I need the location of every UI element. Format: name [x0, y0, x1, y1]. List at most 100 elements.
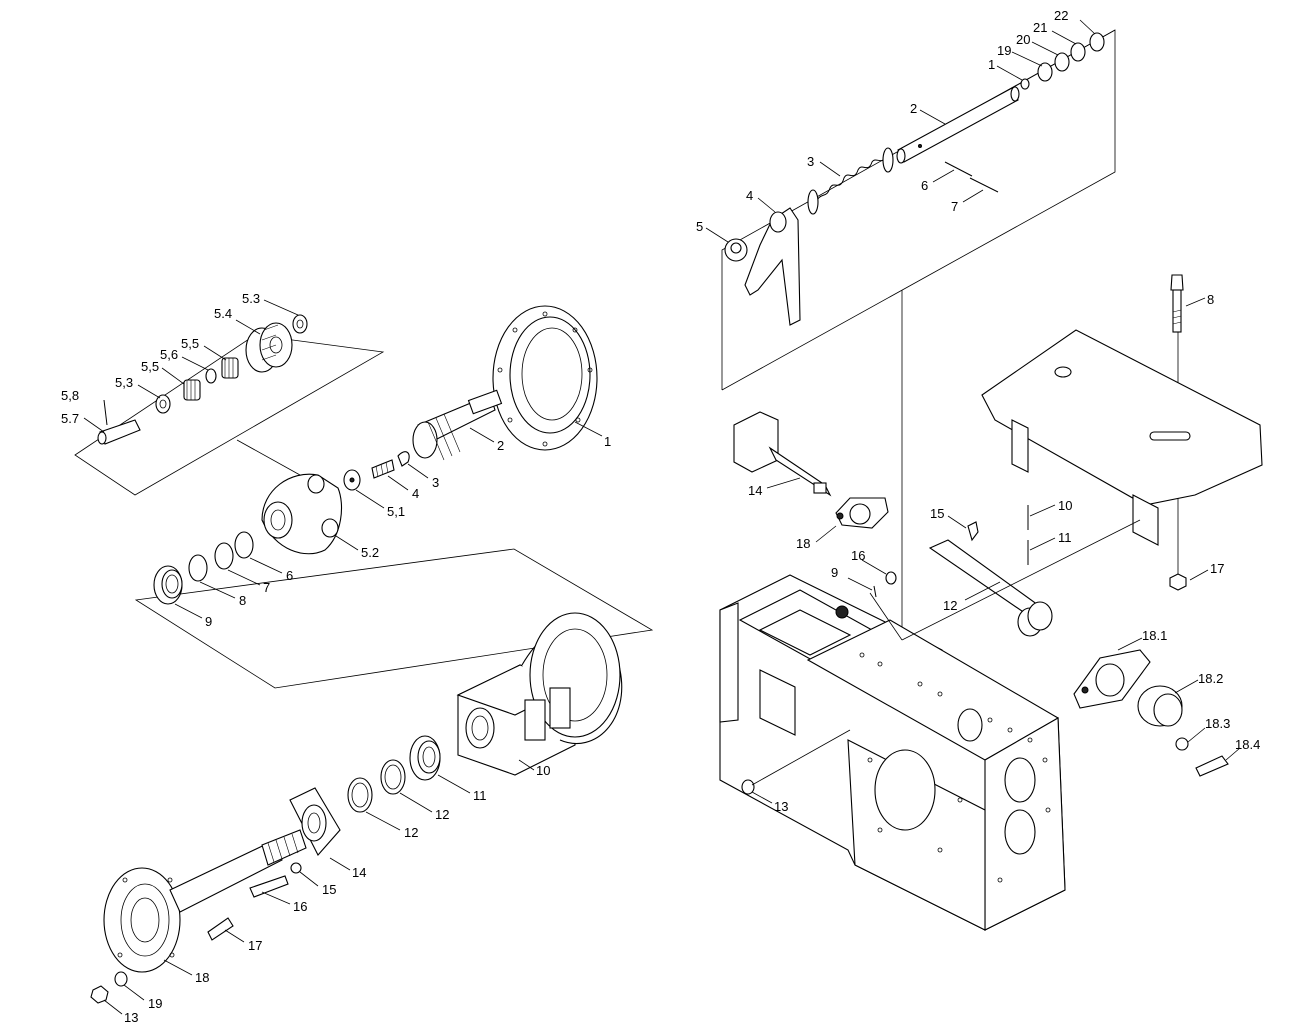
pin-7: [969, 177, 999, 193]
label-10: 10: [536, 763, 550, 778]
label-18: 18: [195, 970, 209, 985]
label-4: 4: [412, 486, 419, 501]
label-5-8: 5,8: [61, 388, 79, 403]
label-17: 17: [248, 938, 262, 953]
label-r-7: 7: [951, 199, 958, 214]
label-r-18-1: 18.1: [1142, 628, 1167, 643]
label-13: 13: [124, 1010, 138, 1025]
label-r-19: 19: [997, 43, 1011, 58]
label-1: 1: [604, 434, 611, 449]
washer-19: [114, 971, 128, 987]
bearing-subgroup-frame: [134, 548, 654, 689]
shift-fork: [744, 207, 801, 326]
label-r-15: 15: [930, 506, 944, 521]
label-14: 14: [352, 865, 366, 880]
label-5-4: 5.4: [214, 306, 232, 321]
label-r-18-3: 18.3: [1205, 716, 1230, 731]
lock-tab: [397, 451, 410, 467]
bearing-9: [153, 565, 183, 605]
spacer-ring: [205, 368, 217, 384]
collar: [724, 238, 748, 262]
hub-housing: [456, 612, 623, 776]
planet-carrier: [261, 473, 343, 555]
link-rod: [928, 539, 1053, 637]
bolt-16: [249, 875, 289, 898]
gearbox-housing: [719, 574, 1066, 931]
ring-20: [1054, 52, 1070, 72]
needle-bearing-2: [221, 357, 239, 379]
o-ring-7: [214, 542, 234, 570]
label-r-18-2: 18.2: [1198, 671, 1223, 686]
needle-bearing: [183, 379, 201, 401]
bearing-11: [409, 735, 441, 781]
bolt-17: [207, 917, 234, 941]
planet-pin: [97, 399, 141, 445]
washer-18-3: [1175, 737, 1189, 751]
label-15: 15: [322, 882, 336, 897]
label-r-3: 3: [807, 154, 814, 169]
sun-shaft: [412, 389, 503, 461]
label-16: 16: [293, 899, 307, 914]
label-5-1: 5,1: [387, 504, 405, 519]
plug-13: [741, 779, 755, 795]
label-r-1: 1: [988, 57, 995, 72]
label-r-9: 9: [831, 565, 838, 580]
label-r-6: 6: [921, 178, 928, 193]
mounting-plate: [981, 329, 1263, 546]
shift-lever: [733, 411, 832, 497]
label-5-5a: 5,5: [181, 336, 199, 351]
label-5-6: 5,6: [160, 347, 178, 362]
screw: [371, 459, 395, 479]
label-5-3a: 5.3: [242, 291, 260, 306]
label-5-7: 5.7: [61, 411, 79, 426]
left-assembly: 5.3 5.4 5,5 5,6 5,5 5,3 5,8 5.7 1 2 3 4 …: [61, 291, 654, 1025]
bolt-18-4: [1195, 755, 1229, 777]
label-r-20: 20: [1016, 32, 1030, 47]
label-r-10: 10: [1058, 498, 1072, 513]
flange-bearing: [835, 497, 889, 529]
shift-subgroup-frame: [721, 29, 1116, 391]
label-5-5b: 5,5: [141, 359, 159, 374]
label-r-4: 4: [746, 188, 753, 203]
label-r-2: 2: [910, 101, 917, 116]
label-3: 3: [432, 475, 439, 490]
label-5-3b: 5,3: [115, 375, 133, 390]
thrust-washer-2: [292, 314, 308, 334]
label-r-14: 14: [748, 483, 762, 498]
label-r-17: 17: [1210, 561, 1224, 576]
bearing-flange: [289, 787, 341, 856]
ring-21: [1070, 42, 1086, 62]
shift-rod: [896, 86, 1020, 164]
planet-gear: [245, 322, 293, 373]
pin-9: [873, 585, 877, 598]
thrust-washer: [155, 394, 171, 414]
label-r-11: 11: [1058, 530, 1072, 545]
label-19: 19: [148, 996, 162, 1011]
label-8: 8: [239, 593, 246, 608]
flange-bearing-18-1: [1073, 649, 1151, 709]
circlip-1: [1020, 78, 1030, 90]
label-11: 11: [473, 788, 487, 803]
washer-15: [290, 862, 302, 874]
washer-16: [885, 571, 897, 585]
bolt-8: [1170, 274, 1184, 333]
label-6: 6: [286, 568, 293, 583]
label-r-16: 16: [851, 548, 865, 563]
right-assembly: 22 21 20 19 1 2 3 6 7 4 5 8 14 15 10 11 …: [696, 8, 1263, 931]
label-r-5: 5: [696, 219, 703, 234]
label-12a: 12: [435, 807, 449, 822]
nut-17: [1169, 573, 1187, 591]
label-7: 7: [263, 580, 270, 595]
label-r-18-4: 18.4: [1235, 737, 1260, 752]
ring-19: [1037, 62, 1053, 82]
label-r-13: 13: [774, 799, 788, 814]
planet-gear-subgroup-frame: [74, 334, 385, 496]
roller-18-2: [1137, 685, 1183, 727]
label-r-18: 18: [796, 536, 810, 551]
bolt-15: [967, 521, 979, 542]
label-r-22: 22: [1054, 8, 1068, 23]
axle-shaft: [103, 829, 307, 973]
ring-22: [1089, 32, 1105, 52]
label-r-12: 12: [943, 598, 957, 613]
